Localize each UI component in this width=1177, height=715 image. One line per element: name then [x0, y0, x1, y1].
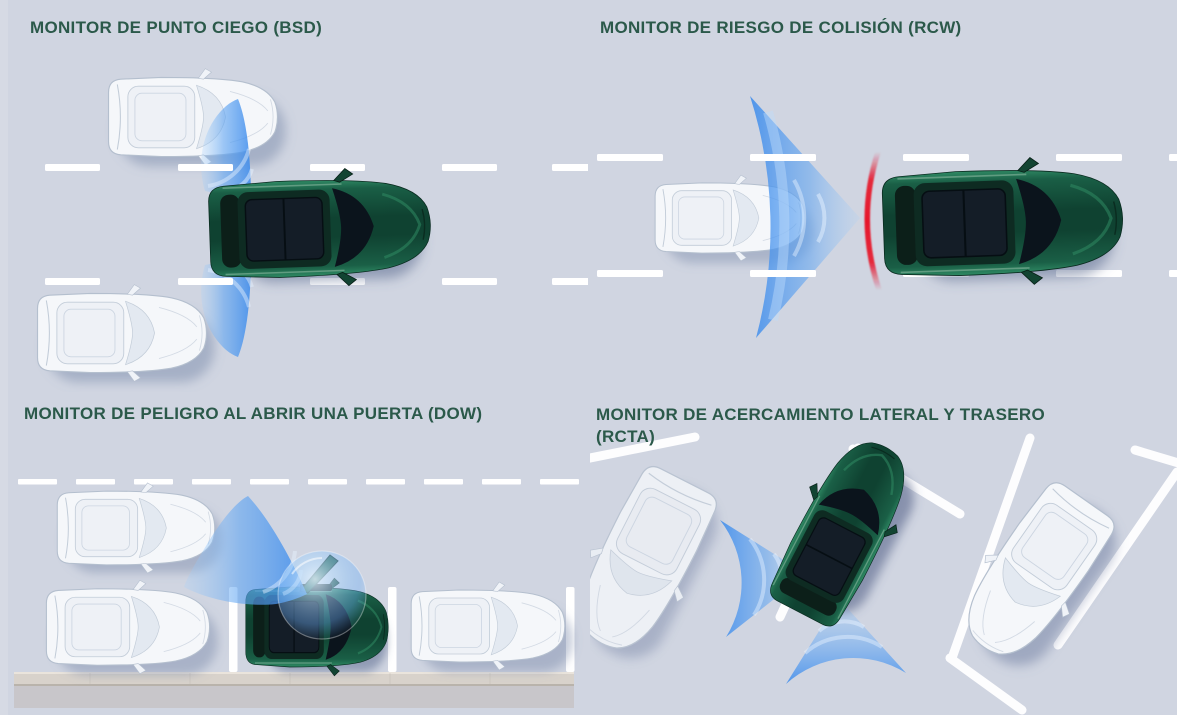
panel-title-rcta: MONITOR DE ACERCAMIENTO LATERAL Y TRASER… — [596, 405, 1045, 446]
passing-white-car — [56, 482, 222, 574]
parked-white-car-right — [410, 581, 573, 672]
ego-green-suv — [206, 164, 434, 292]
bsd-illustration — [36, 68, 588, 383]
sidewalk — [14, 672, 574, 708]
collision-alert-arc — [864, 149, 882, 293]
lane-markings — [45, 164, 588, 285]
panel-title-dow: MONITOR DE PELIGRO AL ABRIR UNA PUERTA (… — [24, 404, 483, 423]
rcw-illustration — [597, 96, 1177, 338]
white-car-front — [107, 68, 286, 167]
dow-illustration — [14, 479, 579, 708]
lane-markings — [18, 479, 579, 485]
parked-white-car-left — [590, 456, 732, 671]
panel-title-rcw: MONITOR DE RIESGO DE COLISIÓN (RCW) — [600, 18, 962, 37]
door-alert-sphere — [277, 550, 367, 640]
rcta-illustration — [590, 423, 1177, 715]
parked-white-car-left — [45, 579, 218, 675]
white-car-rear — [36, 284, 215, 383]
panel-title-bsd: MONITOR DE PUNTO CIEGO (BSD) — [30, 18, 323, 37]
ego-green-suv — [879, 152, 1127, 292]
left-edge-strip — [0, 0, 8, 715]
